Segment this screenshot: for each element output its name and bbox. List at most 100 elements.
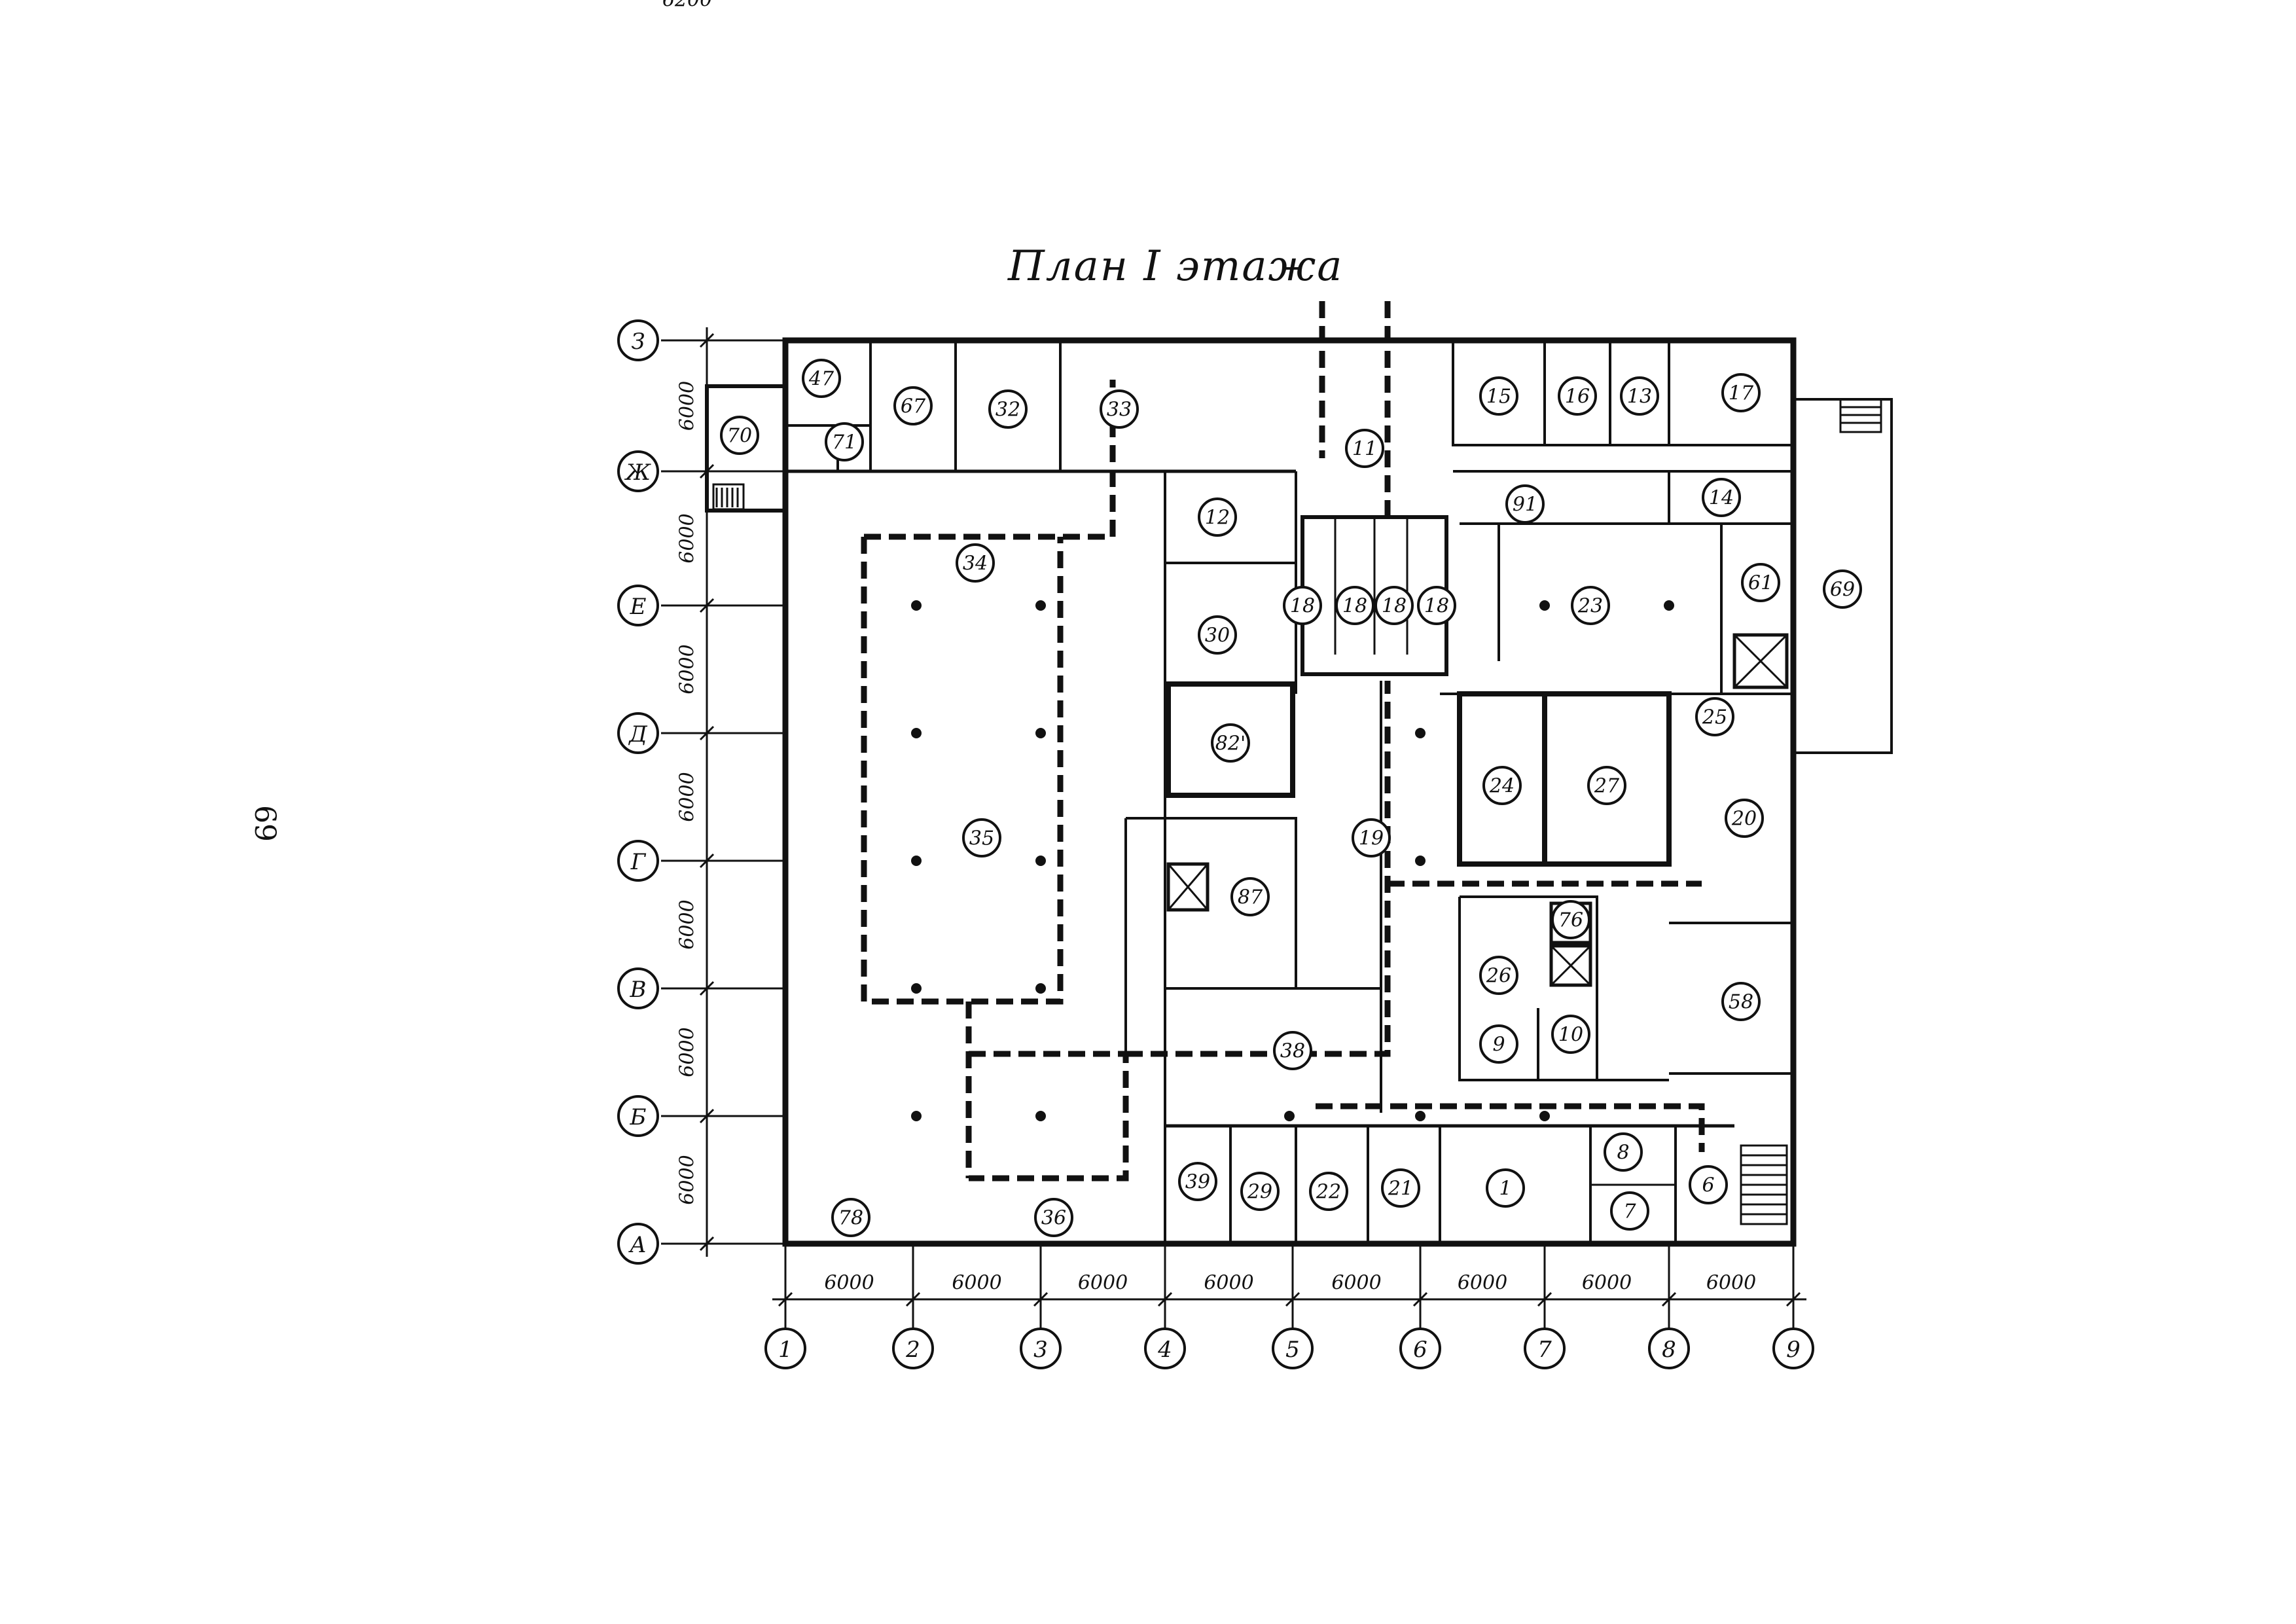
column-dot	[1035, 1111, 1046, 1121]
lift-icon	[1166, 862, 1210, 912]
column-dot	[1539, 1111, 1550, 1121]
dim-label-horizontal: 6000	[1331, 1272, 1381, 1295]
column-dot	[1664, 600, 1674, 611]
room-number: 17	[1729, 382, 1754, 405]
dim-label-vertical: 6200	[662, 0, 712, 12]
room-marker	[1695, 697, 1734, 736]
axis-bubble	[617, 585, 659, 626]
partition	[1452, 340, 1793, 446]
axis-bubble	[617, 319, 659, 361]
room-marker	[831, 1198, 870, 1237]
dim-label-horizontal: 6000	[824, 1272, 874, 1295]
axis-bubble	[1399, 1327, 1441, 1369]
partition	[1124, 817, 1381, 1060]
dim-label-vertical: 6000	[676, 1155, 699, 1204]
room-marker	[1178, 1162, 1217, 1201]
dim-tick	[1537, 1291, 1552, 1307]
dim-tick	[1033, 1291, 1049, 1307]
axis-label-col: 8	[1662, 1337, 1676, 1363]
column-dot	[911, 600, 922, 611]
dim-tick	[1157, 1291, 1173, 1307]
column-dot	[1415, 1111, 1426, 1121]
lift-cross	[1167, 863, 1209, 911]
axis-bubble	[1772, 1327, 1814, 1369]
room-number: 19	[1359, 827, 1384, 850]
room-marker	[1725, 799, 1764, 838]
lift-cross	[1733, 634, 1788, 689]
room-marker	[1721, 982, 1761, 1021]
lift-cross	[1550, 945, 1592, 986]
dim-label-horizontal: 6000	[1706, 1272, 1756, 1295]
room-marker	[1741, 563, 1780, 602]
axis-bubble	[1524, 1327, 1566, 1369]
room-marker	[1283, 586, 1322, 625]
stair-icon	[712, 483, 745, 511]
axis-bubble	[764, 1327, 806, 1369]
room-number: 10	[1558, 1024, 1583, 1047]
axis-label-row: Ж	[624, 460, 651, 486]
axis-label-col: 1	[778, 1337, 793, 1363]
dim-tick	[699, 463, 715, 479]
column-dot	[911, 983, 922, 994]
stair-treads	[1840, 406, 1881, 424]
room-marker	[1381, 1168, 1420, 1208]
column-dot	[911, 728, 922, 738]
dim-tick	[699, 333, 715, 348]
route-line	[864, 380, 1116, 540]
partition	[1453, 470, 1793, 525]
room-marker	[1417, 586, 1456, 625]
room-marker	[720, 416, 759, 455]
dim-label-horizontal: 6000	[1582, 1272, 1632, 1295]
partition	[1498, 471, 1723, 694]
room-number: 25	[1702, 706, 1727, 729]
axis-bubble	[617, 450, 659, 492]
room-number: 18	[1424, 595, 1449, 618]
room-marker	[1551, 900, 1590, 939]
room-marker	[1604, 1132, 1643, 1172]
room-marker	[956, 543, 995, 583]
route-line	[1319, 301, 1391, 517]
axis-label-row: Б	[630, 1104, 647, 1130]
axis-bubble	[892, 1327, 934, 1369]
axis-label-col: 2	[905, 1337, 920, 1363]
axis-label-row: В	[630, 977, 647, 1003]
room-marker	[1309, 1172, 1348, 1211]
room-number: 20	[1731, 808, 1757, 831]
room-82-wall	[1166, 681, 1295, 798]
room-marker	[1479, 376, 1518, 416]
room-number: 22	[1316, 1181, 1341, 1204]
dim-label-vertical: 6000	[676, 772, 699, 821]
room-number: 18	[1382, 595, 1407, 618]
room-number: 8	[1617, 1142, 1629, 1164]
structural-columns	[911, 600, 1674, 1121]
room-marker	[1230, 877, 1270, 916]
room-number: 67	[901, 395, 926, 418]
room-number: 33	[1107, 399, 1132, 422]
axis-label-row: Г	[630, 849, 647, 875]
column-dot	[1415, 856, 1426, 866]
room-marker	[1211, 723, 1250, 763]
room-marker	[1345, 429, 1384, 468]
room-marker	[1198, 615, 1237, 655]
room-marker	[962, 818, 1001, 857]
dim-tick	[699, 725, 715, 741]
room-marker	[1620, 376, 1659, 416]
axis-bubble	[1020, 1327, 1062, 1369]
outer-wall	[782, 337, 1797, 1247]
dim-label-vertical: 6000	[676, 513, 699, 563]
column-dot	[1035, 983, 1046, 994]
room-number: 30	[1205, 624, 1230, 647]
room-number: 32	[996, 399, 1020, 422]
room-number: 78	[838, 1207, 863, 1230]
room-marker	[1721, 373, 1761, 412]
axis-label-col: 3	[1033, 1337, 1048, 1363]
axis-bubble	[617, 840, 659, 882]
partition	[1668, 694, 1793, 1075]
room-marker	[1587, 766, 1626, 805]
dim-label-vertical: 6000	[676, 381, 699, 431]
room-number: 61	[1748, 572, 1773, 595]
column-dot	[1035, 856, 1046, 866]
